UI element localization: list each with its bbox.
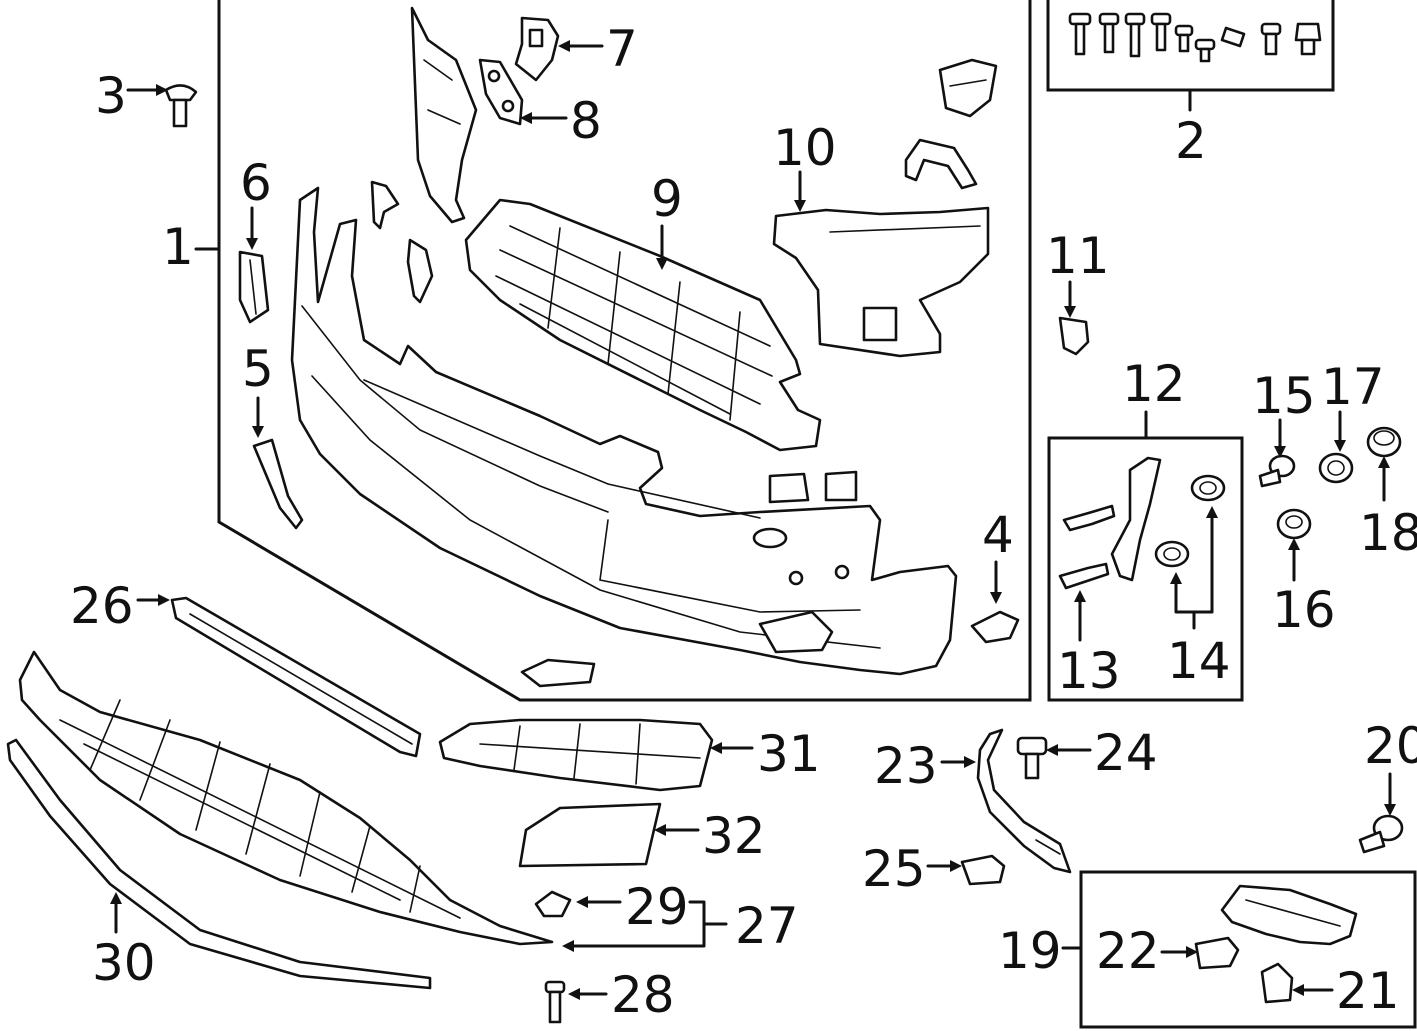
callout-29: 29 xyxy=(625,878,689,936)
callout-28: 28 xyxy=(611,966,675,1024)
callout-15: 15 xyxy=(1252,367,1316,425)
callout-9: 9 xyxy=(651,170,683,228)
bracket-part-7 xyxy=(514,16,560,82)
grommet-part-14 xyxy=(1154,474,1226,568)
screw-part-28 xyxy=(544,980,566,1024)
clamp-upper-right xyxy=(904,138,978,190)
bracket-part-19 xyxy=(1220,884,1358,946)
callout-2: 2 xyxy=(1175,112,1207,170)
air-guide-part-10 xyxy=(772,206,990,358)
callout-25: 25 xyxy=(862,840,926,898)
bracket-part-12 xyxy=(1110,456,1162,582)
callout-8: 8 xyxy=(570,92,602,150)
screw-part-20 xyxy=(1358,814,1404,854)
trim-strip-part-26 xyxy=(170,596,422,758)
leader-lines xyxy=(110,40,1396,1000)
bracket-part-8 xyxy=(478,58,524,126)
callout-3: 3 xyxy=(95,67,127,125)
clip-left-upper xyxy=(370,180,400,230)
nut-part-17 xyxy=(1318,452,1354,484)
callout-22: 22 xyxy=(1096,922,1160,980)
callout-32: 32 xyxy=(702,807,766,865)
pin-part-13 xyxy=(1058,504,1116,590)
trim-strip-part-5 xyxy=(252,438,304,530)
callout-11: 11 xyxy=(1046,227,1110,285)
grille-part-9 xyxy=(464,198,822,452)
callout-7: 7 xyxy=(606,20,638,78)
callout-23: 23 xyxy=(874,737,938,795)
callout-12: 12 xyxy=(1122,355,1186,413)
group-box-19 xyxy=(1061,870,1417,1029)
callout-16: 16 xyxy=(1272,581,1336,639)
side-bracket-part-6 xyxy=(238,250,270,324)
assembly-bracket-1 xyxy=(194,0,1032,702)
undertray-part-27 xyxy=(18,650,554,946)
clip-left-lower xyxy=(406,238,434,304)
callout-17: 17 xyxy=(1321,358,1385,416)
carrier-bracket xyxy=(410,6,478,224)
callout-19: 19 xyxy=(998,922,1062,980)
callout-31: 31 xyxy=(757,725,821,783)
bracket-upper-right xyxy=(938,58,998,118)
bracket-part-23 xyxy=(976,728,1072,874)
pad-part-4 xyxy=(970,610,1020,644)
callout-20: 20 xyxy=(1364,717,1417,775)
clip-part-21 xyxy=(1260,962,1294,1004)
bumper-cover-part-1 xyxy=(290,186,958,676)
callout-30: 30 xyxy=(92,934,156,992)
pad-part-25 xyxy=(960,854,1006,886)
clip-pair-center xyxy=(768,470,858,504)
callout-10: 10 xyxy=(773,119,837,177)
callout-5: 5 xyxy=(242,340,274,398)
callout-27: 27 xyxy=(735,897,799,955)
pad-part-22 xyxy=(1194,936,1240,970)
callout-18: 18 xyxy=(1359,504,1417,562)
callout-26: 26 xyxy=(70,577,134,635)
callout-13: 13 xyxy=(1057,642,1121,700)
screw-part-24 xyxy=(1016,736,1048,780)
clip-part-11 xyxy=(1058,316,1090,356)
callout-6: 6 xyxy=(240,154,272,212)
grommet-part-16 xyxy=(1276,508,1312,540)
group-box-2 xyxy=(1046,0,1335,112)
nut-part-29 xyxy=(534,890,572,918)
callout-24: 24 xyxy=(1094,724,1158,782)
panel-part-32 xyxy=(518,802,662,868)
fastener-set-part-2 xyxy=(1068,12,1322,63)
tow-cover xyxy=(520,658,596,688)
callout-4: 4 xyxy=(982,506,1014,564)
callout-14: 14 xyxy=(1167,632,1231,690)
pin-part-3 xyxy=(164,84,198,128)
grommet-part-18 xyxy=(1366,426,1402,458)
screw-part-15 xyxy=(1258,454,1296,488)
group-box-12 xyxy=(1047,410,1244,702)
fog-grille-part-31 xyxy=(438,718,714,792)
callout-1: 1 xyxy=(162,218,194,276)
strip-part-30 xyxy=(6,738,432,990)
callout-21: 21 xyxy=(1336,962,1400,1020)
